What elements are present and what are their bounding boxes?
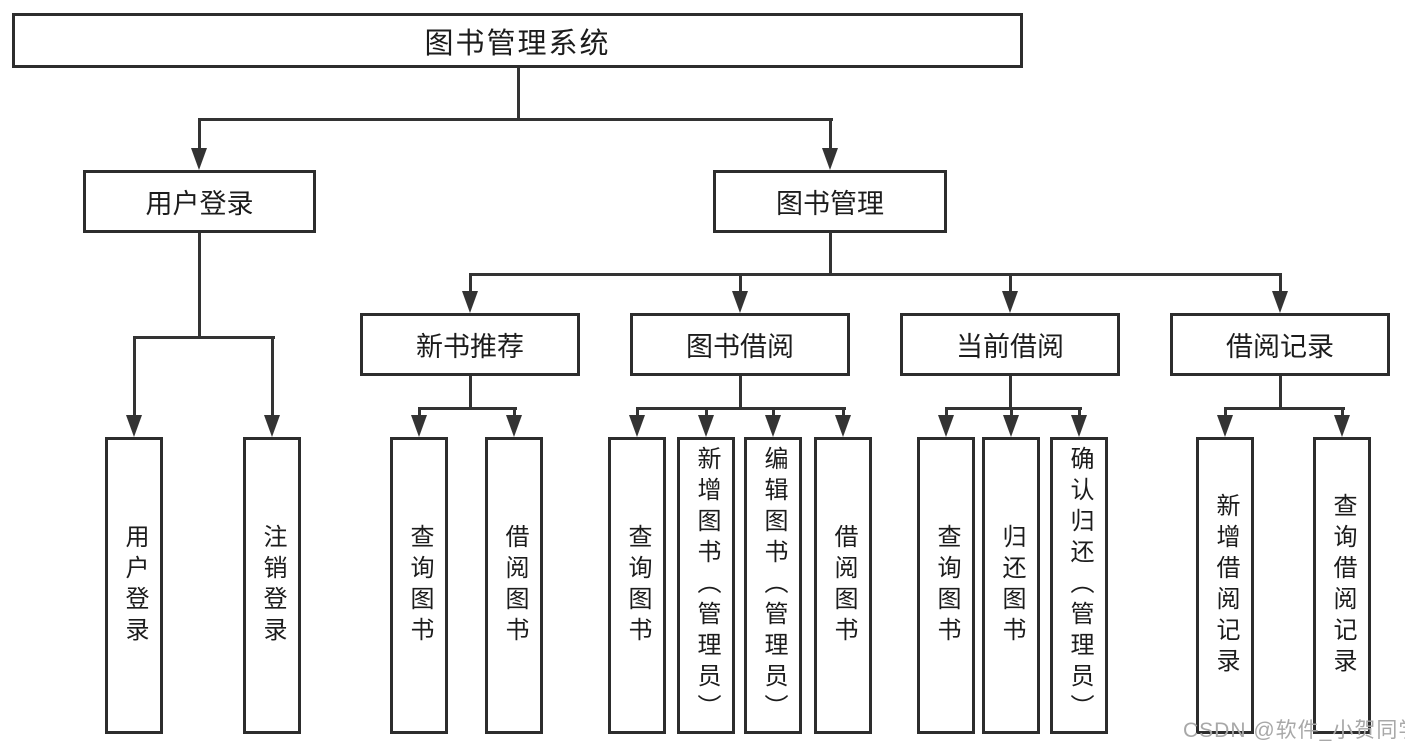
connector-line [517,68,520,118]
arrow-down-icon [765,415,781,437]
node-library-system: 图书管理系统 [12,13,1023,68]
leaf-user-login-label: 用户登录 [121,523,148,648]
leaf-add-book-admin: 新增图书（管理员） [677,437,735,734]
connector-line [739,276,742,291]
leaf-return-book: 归还图书 [982,437,1040,734]
leaf-borrow-books-1: 借阅图书 [485,437,543,734]
node-borrow-records: 借阅记录 [1170,313,1390,376]
node-book-borrow: 图书借阅 [630,313,850,376]
node-book-management: 图书管理 [713,170,947,233]
connector-line [1224,407,1345,410]
leaf-query-books-3-label: 查询图书 [933,523,960,648]
arrow-down-icon [938,415,954,437]
arrow-down-icon [1003,415,1019,437]
watermark: CSDN @软件_小贺同学 [1183,719,1405,742]
arrow-down-icon [698,415,714,437]
connector-line [636,407,846,410]
arrow-down-icon [506,415,522,437]
leaf-query-borrow-record-label: 查询借阅记录 [1329,492,1356,679]
connector-line [636,410,639,418]
connector-line [1279,276,1282,291]
connector-line [133,339,136,415]
arrow-down-icon [191,148,207,170]
arrow-down-icon [835,415,851,437]
connector-line [739,376,742,407]
connector-line [513,410,516,418]
leaf-add-borrow-record-label: 新增借阅记录 [1212,492,1239,679]
arrow-down-icon [1334,415,1350,437]
connector-line [829,232,832,273]
connector-line [1341,410,1344,418]
arrow-down-icon [732,291,748,313]
node-new-book-recommend-label: 新书推荐 [416,332,524,362]
node-book-management-label: 图书管理 [776,189,884,219]
leaf-confirm-return-admin: 确认归还（管理员） [1050,437,1108,734]
connector-line [945,407,1082,410]
leaf-borrow-books-2-label: 借阅图书 [830,523,857,648]
arrow-down-icon [1071,415,1087,437]
arrow-down-icon [1217,415,1233,437]
leaf-user-login: 用户登录 [105,437,163,734]
node-new-book-recommend: 新书推荐 [360,313,580,376]
connector-line [1224,410,1227,418]
connector-line [945,410,948,418]
leaf-query-books-2-label: 查询图书 [624,523,651,648]
connector-line [1279,376,1282,407]
connector-line [469,276,472,291]
connector-line [1009,376,1012,407]
leaf-add-borrow-record: 新增借阅记录 [1196,437,1254,734]
arrow-down-icon [629,415,645,437]
leaf-query-books-1: 查询图书 [390,437,448,734]
connector-line [1010,410,1013,418]
node-current-borrow: 当前借阅 [900,313,1120,376]
leaf-logout-label: 注销登录 [259,523,286,648]
arrow-down-icon [462,291,478,313]
connector-line [772,410,775,418]
arrow-down-icon [264,415,280,437]
leaf-borrow-books-1-label: 借阅图书 [501,523,528,648]
arrow-down-icon [411,415,427,437]
connector-line [842,410,845,418]
leaf-query-borrow-record: 查询借阅记录 [1313,437,1371,734]
connector-line [198,121,201,148]
leaf-query-books-1-label: 查询图书 [406,523,433,648]
leaf-edit-book-admin-label: 编辑图书（管理员） [760,446,787,725]
leaf-return-book-label: 归还图书 [998,523,1025,648]
connector-line [829,121,832,148]
leaf-edit-book-admin: 编辑图书（管理员） [744,437,802,734]
leaf-add-book-admin-label: 新增图书（管理员） [693,446,720,725]
connector-line [271,339,274,415]
arrow-down-icon [1272,291,1288,313]
leaf-borrow-books-2: 借阅图书 [814,437,872,734]
node-current-borrow-label: 当前借阅 [956,332,1064,362]
node-library-system-label: 图书管理系统 [424,27,611,60]
connector-line [469,273,1282,276]
leaf-query-books-2: 查询图书 [608,437,666,734]
node-user-login-label: 用户登录 [145,189,254,219]
arrow-down-icon [822,148,838,170]
connector-line [198,118,833,121]
connector-line [1078,410,1081,418]
connector-line [469,376,472,407]
connector-line [133,336,275,339]
leaf-confirm-return-admin-label: 确认归还（管理员） [1066,446,1093,725]
connector-line [418,407,517,410]
leaf-logout: 注销登录 [243,437,301,734]
node-book-borrow-label: 图书借阅 [686,332,794,362]
connector-line [705,410,708,418]
connector-line [418,410,421,418]
connector-line [1009,276,1012,291]
arrow-down-icon [126,415,142,437]
connector-line [198,233,201,336]
node-user-login: 用户登录 [83,170,316,233]
node-borrow-records-label: 借阅记录 [1226,332,1334,362]
arrow-down-icon [1002,291,1018,313]
leaf-query-books-3: 查询图书 [917,437,975,734]
